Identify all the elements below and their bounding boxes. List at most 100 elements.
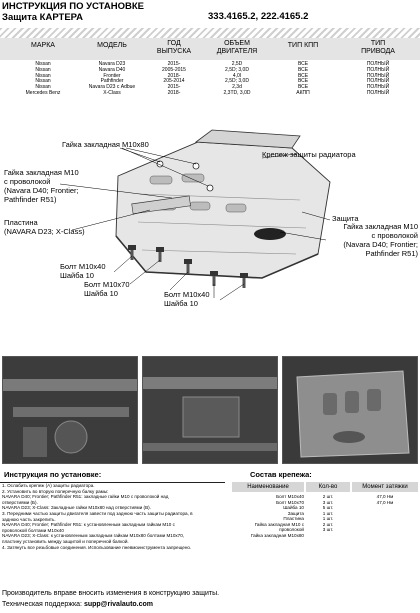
installation-photos bbox=[2, 356, 418, 464]
kit-row-name: Болт М10х40 bbox=[276, 494, 304, 499]
callout-plate: Пластина (NAVARA D23; X-Class) bbox=[4, 218, 85, 236]
instructions-title: Инструкция по установке: bbox=[4, 470, 102, 479]
instructions-list: 1. Ослабить крепеж (А) защиты радиатора.… bbox=[0, 482, 225, 582]
table-cell: 2,3TD, 3,0D bbox=[223, 89, 251, 96]
bolt-icon bbox=[156, 247, 164, 262]
skid-plate-drawing bbox=[59, 129, 331, 301]
installed-guard-photo-icon bbox=[283, 357, 417, 463]
callout-bolt-m10x40-b: Болт М10х40 Шайба 10 bbox=[164, 290, 210, 308]
table-cell: 2015- bbox=[167, 61, 181, 67]
instruction-line: отверстиями (Б). bbox=[2, 499, 38, 505]
table-cell: ПОЛНЫЙ bbox=[366, 66, 390, 73]
kit-header-torque: Момент затяжки bbox=[352, 482, 418, 492]
kit-row-name: Болт М10х70 bbox=[276, 499, 304, 505]
title-product: Защита КАРТЕРА bbox=[2, 12, 84, 23]
col-model-cells: Navara D23 Navara D40 Frontier Pathfinde… bbox=[78, 61, 146, 97]
bolt-icon bbox=[128, 245, 136, 260]
callout-bolt-m10x70: Болт М10х70 Шайба 10 bbox=[84, 280, 130, 298]
col-drive-cells: ПОЛНЫЙ ПОЛНЫЙ ПОЛНЫЙ ПОЛНЫЙ ПОЛНЫЙ ПОЛНЫ… bbox=[348, 61, 408, 97]
kit-col-torque: 47,0 Нм 47,0 Нм bbox=[352, 494, 418, 505]
table-cell: 2,5D; 3,0D bbox=[225, 78, 249, 85]
bolt-icon bbox=[240, 273, 248, 288]
table-cell: X-Class bbox=[103, 89, 121, 96]
col-brand-cells: Nissan Nissan Nissan Nissan Nissan Merce… bbox=[10, 61, 76, 97]
instruction-line: NAVARA D40; Frontier; Pathfinder R51: к … bbox=[2, 522, 175, 528]
callout-nut-wire-right: Гайка закладная М10 с проволокой (Navara… bbox=[343, 222, 418, 258]
callout-guard: Защита bbox=[332, 214, 359, 223]
table-cell: 2,5D bbox=[231, 61, 243, 67]
kit-row-qty: 2 шт. bbox=[322, 521, 334, 527]
table-cell: 2018- bbox=[167, 72, 181, 79]
instruction-line: пластину установить между защитой и попе… bbox=[2, 538, 129, 544]
col-year-cells: 2015- 2005-2015 2018- 205-2014 2015- 201… bbox=[148, 61, 200, 97]
instruction-line: 1. Ослабить крепеж (А) защиты радиатора. bbox=[2, 483, 95, 488]
document-title: ИНСТРУКЦИЯ ПО УСТАНОВКЕ Защита КАРТЕРА bbox=[2, 1, 144, 23]
kit-row-name: Гайка закладная М10 с проволокой bbox=[254, 521, 304, 533]
table-cell: Navara D23 с Adbue bbox=[88, 84, 136, 91]
table-cell: Nissan bbox=[35, 66, 51, 73]
nut-marker bbox=[192, 162, 200, 170]
kit-header-name: Наименование bbox=[232, 482, 304, 492]
nut-marker bbox=[206, 184, 214, 192]
table-cell: Nissan bbox=[35, 61, 51, 67]
instruction-line: NAVARA D23; X-Class: к установленным зак… bbox=[2, 533, 185, 539]
support-email: supp@rivalauto.com bbox=[83, 601, 154, 608]
table-cell: ПОЛНЫЙ bbox=[366, 78, 390, 85]
kit-row-qty: 1 шт. bbox=[322, 510, 334, 516]
callout-bolt-m10x40-a: Болт М10х40 Шайба 10 bbox=[60, 262, 106, 280]
callout-nut-m10x80: Гайка закладная М10х80 bbox=[62, 140, 149, 149]
table-cell: Mercedes Benz bbox=[25, 89, 61, 96]
table-cell: 4,0I bbox=[232, 72, 242, 79]
kit-row-qty: 5 шт. bbox=[322, 505, 334, 510]
col-header-model: МОДЕЛЬ bbox=[97, 42, 127, 49]
table-cell: 2018- bbox=[167, 89, 181, 96]
kit-row-qty: 3 шт. bbox=[322, 527, 334, 532]
instruction-line: заднюю часть закрепить. bbox=[2, 516, 56, 522]
table-cell: 2015- bbox=[167, 84, 181, 91]
table-cell: 2,3d bbox=[232, 84, 242, 91]
table-cell: ВСЕ bbox=[297, 61, 309, 67]
vent-slot bbox=[225, 203, 247, 213]
photo-underbody-2 bbox=[142, 356, 278, 464]
col-engine-cells: 2,5D 2,5D; 3,0D 4,0I 2,5D; 3,0D 2,3d 2,3… bbox=[206, 61, 268, 97]
kit-header-qty: Кол-во bbox=[306, 482, 350, 492]
footer-support: Техническая поддержка: supp@rivalauto.co… bbox=[2, 601, 153, 608]
kit-row-torque: 47,0 Нм bbox=[376, 494, 394, 499]
instruction-line: 2. Установить во вторую поперечную балку… bbox=[2, 488, 109, 494]
instruction-line: NAVARA D40; Frontier; Pathfinder R51: за… bbox=[2, 494, 169, 500]
kit-row-qty: 1 шт. bbox=[322, 516, 334, 521]
kit-row-qty: 3 шт. bbox=[322, 499, 334, 505]
table-cell: Nissan bbox=[35, 72, 51, 79]
article-codes: 333.4165.2, 222.4165.2 bbox=[208, 11, 309, 22]
kit-row-name: Пластина bbox=[283, 516, 304, 521]
vent-slot bbox=[181, 173, 205, 183]
vent-slot bbox=[189, 201, 211, 211]
reinforcement-plate bbox=[131, 195, 191, 215]
callout-nut-wire-left: Гайка закладная М10 с проволокой (Navara… bbox=[4, 168, 79, 204]
bolt-icon bbox=[210, 271, 218, 286]
table-cell: ВСЕ bbox=[297, 84, 309, 91]
title-instruction: ИНСТРУКЦИЯ ПО УСТАНОВКЕ bbox=[2, 1, 144, 12]
kit-row-name: Гайка закладная М10х80 bbox=[250, 532, 304, 538]
table-cell: Nissan bbox=[35, 78, 51, 85]
table-hatch bbox=[0, 28, 420, 38]
table-cell: Navara D40 bbox=[98, 66, 126, 73]
table-header-band bbox=[0, 38, 420, 60]
table-cell: ПОЛНЫЙ bbox=[366, 72, 390, 79]
table-cell: Frontier bbox=[103, 72, 121, 79]
guard-flange bbox=[194, 129, 301, 149]
table-cell: 2005-2015 bbox=[162, 66, 186, 73]
footer-disclaimer: Производитель вправе вносить изменения в… bbox=[2, 590, 220, 597]
col-header-brand: МАРКА bbox=[31, 42, 55, 49]
col-gearbox-cells: ВСЕ ВСЕ ВСЕ ВСЕ ВСЕ АКПП bbox=[278, 61, 328, 97]
kit-col-qty: 2 шт. 3 шт. 5 шт. 1 шт. 1 шт. 2 шт. 3 шт… bbox=[306, 494, 350, 533]
col-header-gearbox: ТИП КПП bbox=[287, 42, 319, 49]
drain-hatch bbox=[254, 228, 286, 240]
kit-row-qty: 2 шт. bbox=[322, 494, 334, 499]
kit-row-torque: 47,0 Нм bbox=[376, 499, 394, 505]
table-cell: ВСЕ bbox=[297, 78, 309, 85]
callout-radiator-mount: Крепеж защиты радиатора bbox=[262, 150, 356, 159]
vehicle-compatibility-table: МАРКА МОДЕЛЬ ГОД ВЫПУСКА ОБЪЕМ ДВИГАТЕЛЯ… bbox=[0, 28, 420, 104]
underbody-photo-icon bbox=[143, 357, 277, 463]
table-cell: ПОЛНЫЙ bbox=[366, 84, 390, 91]
